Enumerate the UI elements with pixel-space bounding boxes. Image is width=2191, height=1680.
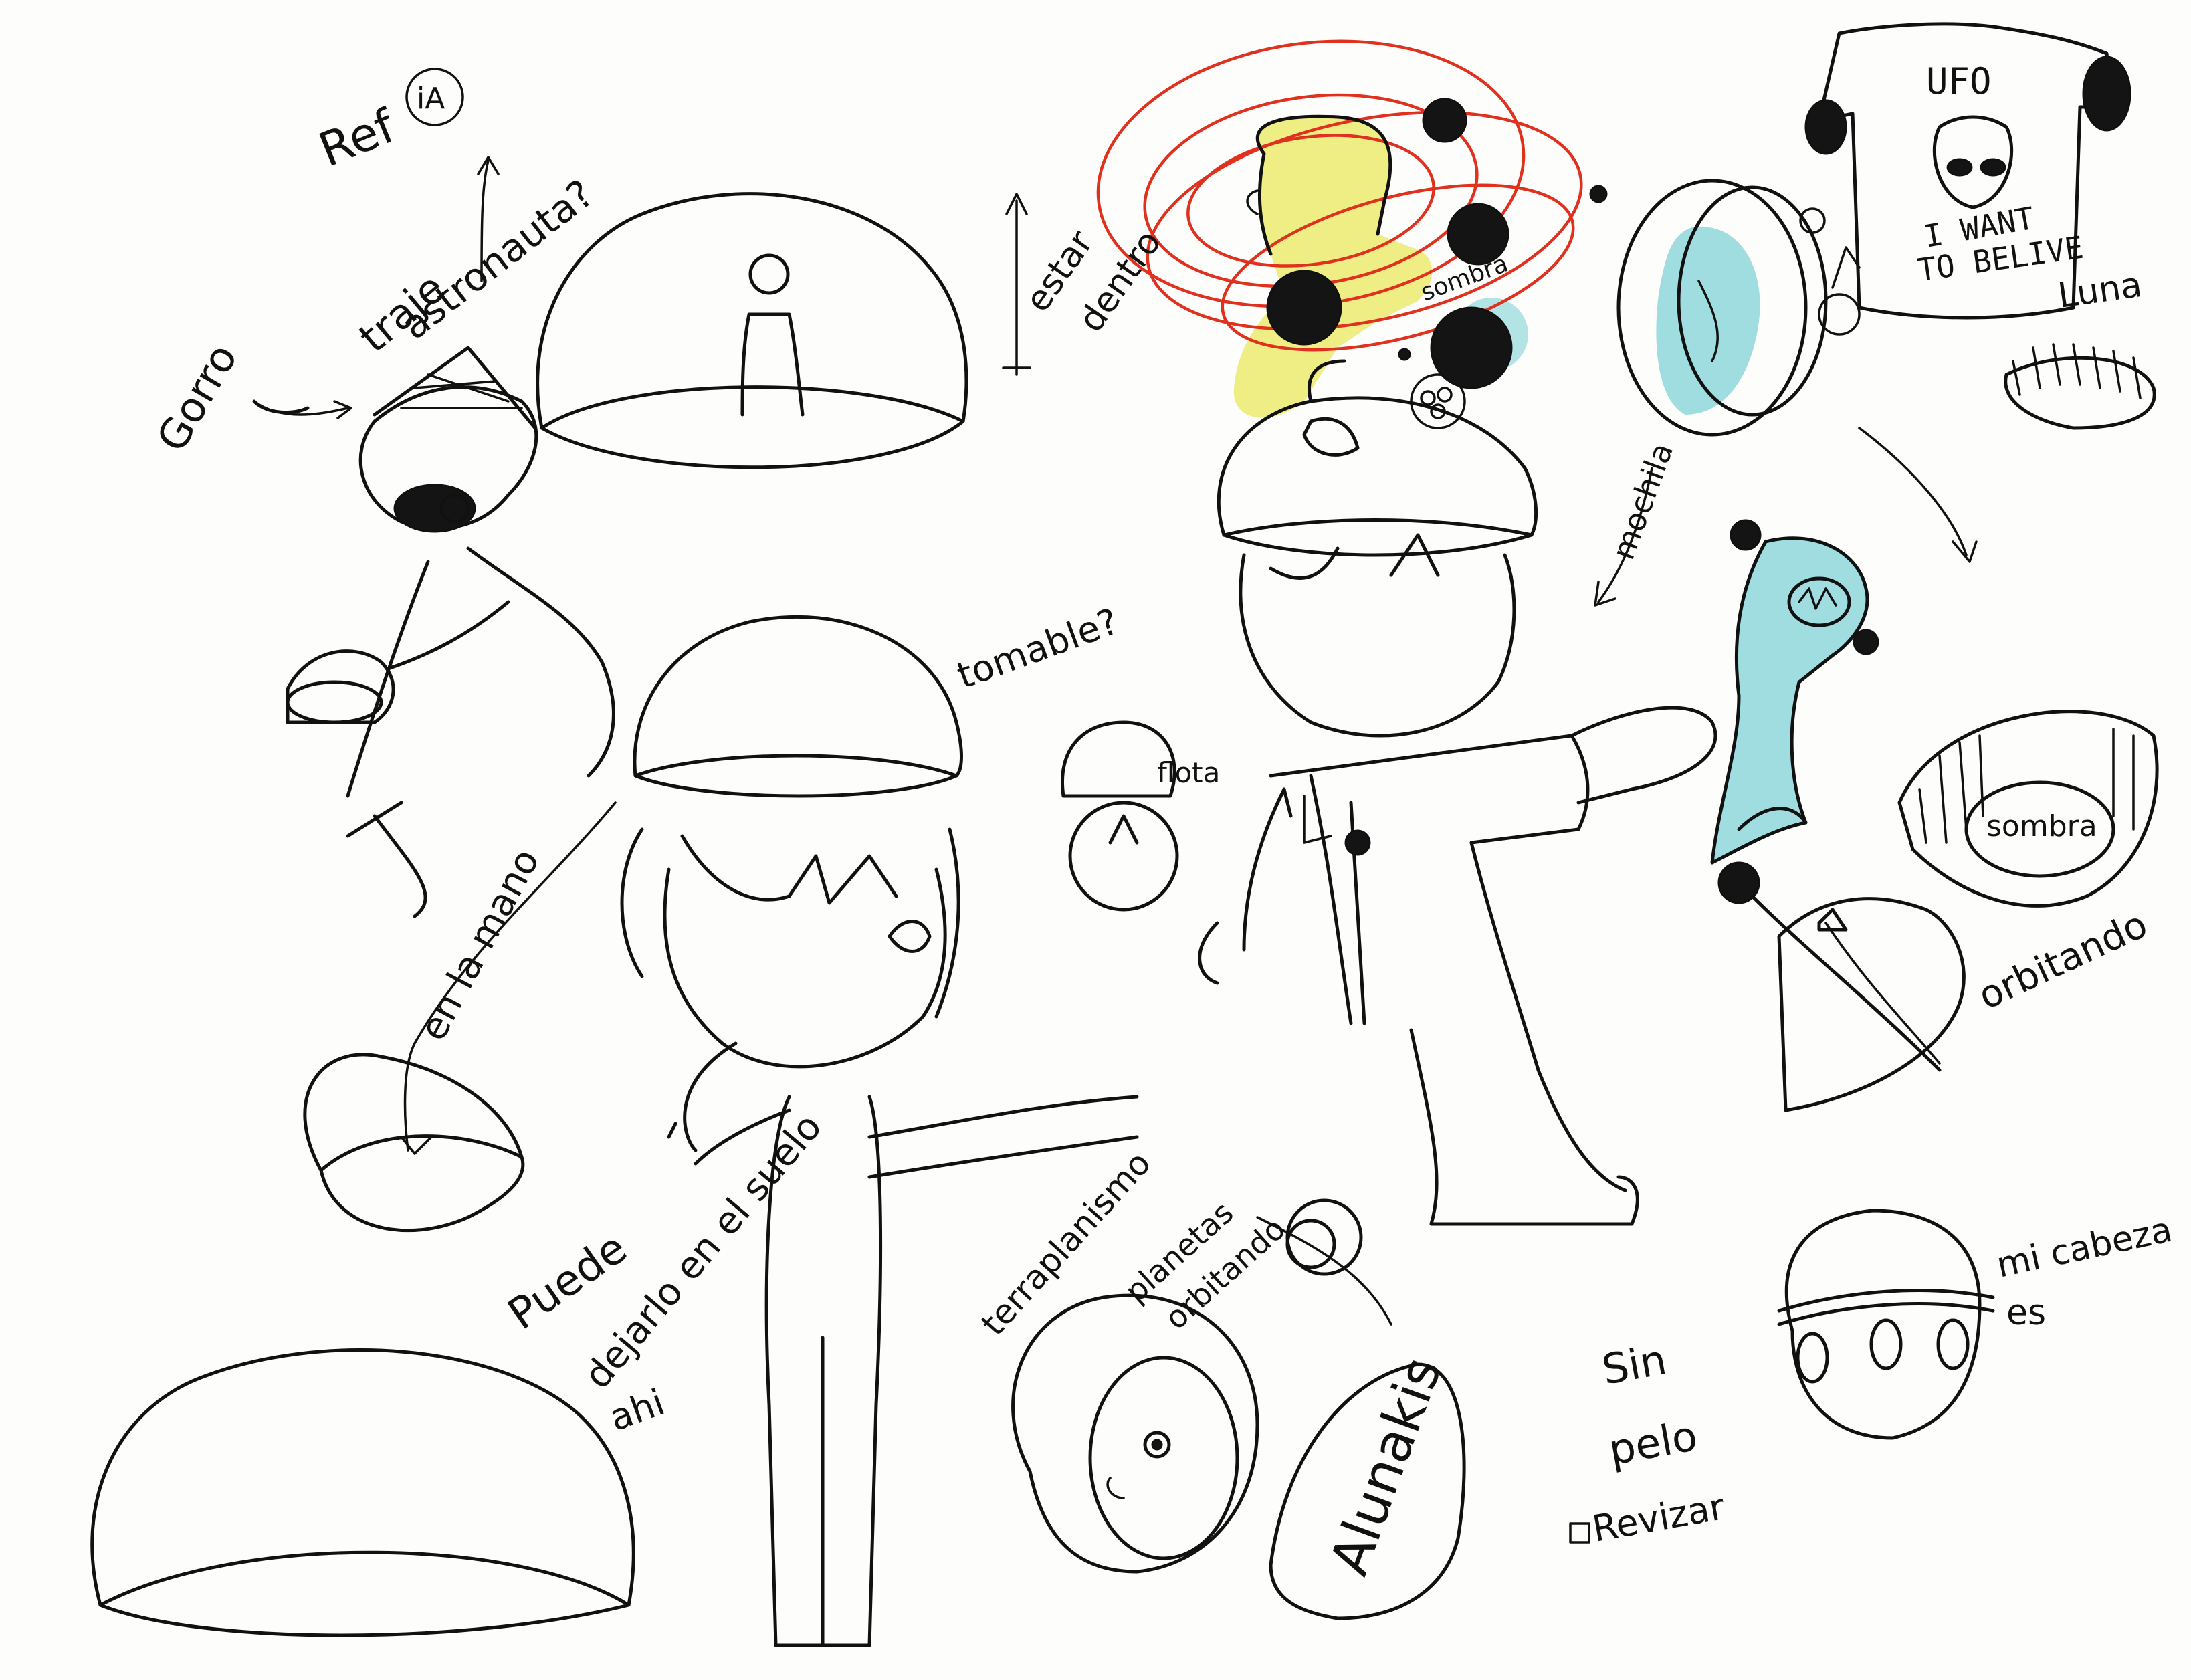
big-dome-bottom [90, 1348, 635, 1637]
hand-dome [303, 801, 617, 1233]
note-tomable: tomable? [952, 600, 1124, 697]
pie-dome [1777, 897, 1966, 1112]
center-right-figure [1198, 359, 1717, 1226]
note-orbitando-right: orbitando [1972, 903, 2154, 1019]
ufo-shirt [1804, 22, 2156, 430]
dome-with-person [536, 192, 968, 469]
cyan-backpack-wash [1712, 538, 1867, 863]
annotation-arrows [253, 156, 1978, 607]
note-ref: Ref [312, 98, 403, 178]
dark-planets [1266, 98, 1608, 389]
note-gorro: Gorro [147, 336, 247, 460]
note-flota: flota [1157, 756, 1220, 789]
dome-hat-figure [620, 615, 1139, 1647]
note-sombra-bowl: sombra [1986, 809, 2097, 843]
yellow-figure-wash [1233, 116, 1433, 418]
lens-object [1616, 179, 1861, 437]
gorro-figure [252, 346, 615, 918]
yellow-figure-lines [1246, 114, 1392, 256]
shark-backpack [1710, 519, 1942, 1072]
note-luna: Luna [2055, 265, 2144, 316]
revisar-checkbox [1569, 1522, 1590, 1544]
bandaged-head [1777, 1209, 1995, 1440]
floating-dome [1061, 720, 1179, 912]
note-astronauta: astronauta? [393, 171, 602, 348]
shirt-ufo: UFO [1926, 60, 1992, 102]
shadow-bowl [1897, 710, 2159, 908]
note-en-la-mano: en la mano [411, 842, 548, 1048]
note-sin: Sin [1598, 1335, 1670, 1394]
note-es: es [2006, 1293, 2046, 1333]
note-mochila: mochila [1605, 438, 1681, 564]
cyan-lens-wash [1656, 227, 1760, 415]
note-alunakis: Alunakis [1318, 1349, 1453, 1582]
note-ref-circled: iA [417, 82, 445, 116]
note-terraplanismo: terraplanismo [974, 1144, 1158, 1343]
alunakis-figure [1011, 1198, 1466, 1620]
note-mi-cabeza: mi cabeza [1993, 1210, 2176, 1286]
note-pelo: pelo [1605, 1411, 1701, 1475]
ref-circle [405, 68, 464, 126]
note-revisar: Revizar [1589, 1485, 1728, 1550]
